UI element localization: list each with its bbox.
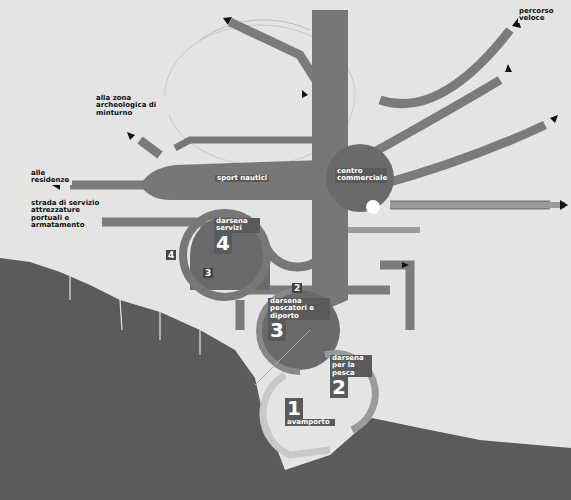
area-name: sport nautici xyxy=(215,175,269,182)
callout-number: 3 xyxy=(203,268,213,278)
road-label: strada di servizio attrezzature portuali… xyxy=(30,200,102,229)
mole-1 xyxy=(263,375,330,455)
sport-band-shape xyxy=(140,160,325,200)
plan-area: darsena servizi4 xyxy=(214,218,260,254)
road-label: alle residenze xyxy=(30,170,72,185)
plan-area: 1avamporto xyxy=(285,398,335,426)
area-name: darsena pescatori e diporto xyxy=(268,298,330,320)
callout-number: 2 xyxy=(292,283,302,293)
road-label: percorso veloce xyxy=(518,8,564,23)
sport-band-edge xyxy=(175,140,315,148)
coast-groynes xyxy=(70,275,200,355)
plan-area: darsena per la pesca2 xyxy=(330,355,372,398)
callout-number: 2 xyxy=(330,377,348,398)
callout-number: 4 xyxy=(214,233,232,254)
zone-label: alla zona archeologica di minturno xyxy=(95,95,169,117)
callout-number: 3 xyxy=(268,320,286,341)
plan-area: sport nautici xyxy=(215,175,269,182)
basin-4-rim xyxy=(183,213,267,297)
plan-area: darsena pescatori e diporto3 xyxy=(268,298,330,341)
commercial-circle xyxy=(326,144,394,212)
area-name: darsena per la pesca xyxy=(330,355,372,377)
area-name: darsena servizi xyxy=(214,218,260,233)
small-circle xyxy=(366,200,380,214)
road-arrows xyxy=(52,17,568,268)
area-name: avamporto xyxy=(285,419,335,426)
callout-number: 4 xyxy=(166,250,176,260)
area-name: centro commerciale xyxy=(335,168,387,183)
roads xyxy=(70,22,550,330)
sea xyxy=(0,258,571,500)
callout-number: 1 xyxy=(285,398,303,419)
basin-link xyxy=(265,245,330,267)
plan-area: centro commerciale xyxy=(335,168,387,183)
